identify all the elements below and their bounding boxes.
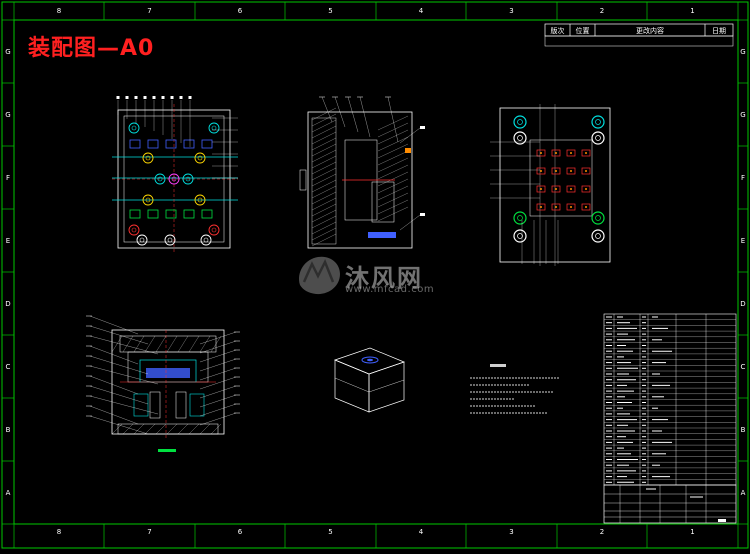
zone-row-left-3: E xyxy=(5,236,11,245)
zone-row-right-0: G xyxy=(740,47,746,56)
watermark-brand: 沐风网 xyxy=(345,264,423,292)
zone-col-top-4: 4 xyxy=(418,7,424,15)
parts-list-table xyxy=(603,313,737,486)
title-block xyxy=(603,484,737,524)
zone-col-bottom-8: 8 xyxy=(56,528,62,536)
zone-row-left-0: G xyxy=(5,47,11,56)
section-view-bottom-left xyxy=(86,315,240,452)
rev-header-content: 更改内容 xyxy=(636,27,664,35)
zone-col-bottom-4: 4 xyxy=(418,528,424,536)
rev-header-position: 位置 xyxy=(575,27,590,35)
zone-col-top-8: 8 xyxy=(56,7,62,15)
zone-row-right-1: G xyxy=(740,110,746,119)
zone-col-top-1: 1 xyxy=(690,7,695,15)
zone-col-bottom-7: 7 xyxy=(147,528,152,536)
watermark-url: www.mfcad.com xyxy=(345,284,435,295)
zone-row-left-2: F xyxy=(5,173,11,182)
zone-row-right-5: C xyxy=(740,362,746,371)
technical-notes xyxy=(470,364,560,414)
zone-row-left-4: D xyxy=(5,299,11,308)
zone-row-left-6: B xyxy=(5,425,11,434)
zone-col-bottom-1: 1 xyxy=(690,528,695,536)
plan-view-top-left xyxy=(112,96,238,254)
drawing-title: 装配图—A0 xyxy=(28,36,155,61)
zone-col-top-3: 3 xyxy=(509,7,514,15)
revision-table xyxy=(544,23,734,47)
zone-row-right-2: F xyxy=(740,173,746,182)
zone-row-left-1: G xyxy=(5,110,11,119)
rev-header-date: 日期 xyxy=(712,27,726,35)
zone-col-top-6: 6 xyxy=(237,7,243,15)
zone-col-top-5: 5 xyxy=(328,7,333,15)
zone-col-bottom-3: 3 xyxy=(509,528,514,536)
plan-view-top-right xyxy=(490,104,611,266)
zone-row-right-6: B xyxy=(740,425,746,434)
mf-logo-icon xyxy=(299,256,340,295)
zone-col-top-2: 2 xyxy=(599,7,605,15)
zone-col-bottom-6: 6 xyxy=(237,528,243,536)
zone-row-right-3: E xyxy=(740,236,746,245)
zone-row-left-7: A xyxy=(5,488,11,497)
zone-row-right-4: D xyxy=(740,299,746,308)
zone-col-top-7: 7 xyxy=(147,7,152,15)
zone-col-bottom-5: 5 xyxy=(328,528,333,536)
zone-row-right-7: A xyxy=(740,488,746,497)
rev-header-version: 版次 xyxy=(550,27,565,35)
zone-row-left-5: C xyxy=(5,362,11,371)
section-view-top-center xyxy=(299,96,425,249)
isometric-view xyxy=(334,347,405,413)
zone-col-bottom-2: 2 xyxy=(599,528,605,536)
